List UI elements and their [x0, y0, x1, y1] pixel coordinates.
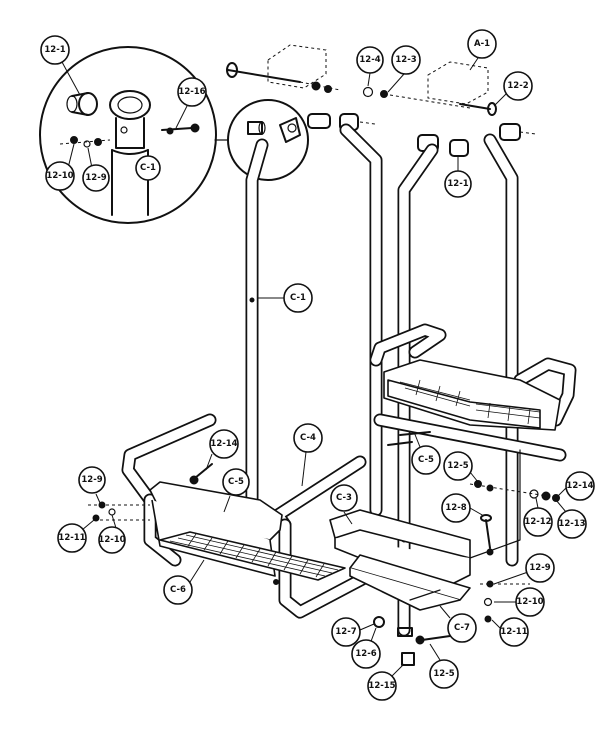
label-c-6: C-6 — [163, 575, 193, 605]
label-c-4: C-4 — [293, 423, 323, 453]
label-c-3: C-3 — [330, 484, 358, 512]
label-12-1-top: 12-1 — [40, 35, 70, 65]
base-frame — [329, 449, 561, 645]
front-pedal-assembly — [88, 413, 377, 619]
label-12-4-top: 12-4 — [356, 46, 384, 74]
callout-labels: 12-1 12-16 12-10 12-9 C-1 12-4 — [40, 29, 595, 701]
label-text-12-1-top: 12-1 — [44, 45, 65, 55]
label-text-12-14-right: 12-14 — [566, 481, 593, 491]
label-12-6: 12-6 — [351, 639, 381, 669]
label-12-12: 12-12 — [523, 507, 553, 537]
top-hardware — [226, 44, 537, 157]
label-text-c-3: C-3 — [336, 493, 352, 503]
label-12-13: 12-13 — [557, 509, 587, 539]
label-text-12-4-top: 12-4 — [359, 55, 380, 65]
label-12-14-right: 12-14 — [565, 471, 595, 501]
label-text-12-10-left: 12-10 — [98, 535, 125, 545]
label-text-12-10-right: 12-10 — [516, 597, 543, 607]
label-text-12-11-left: 12-11 — [58, 533, 85, 543]
label-text-12-7: 12-7 — [335, 627, 356, 637]
label-text-12-8: 12-8 — [445, 503, 466, 513]
label-12-5-right: 12-5 — [443, 451, 473, 481]
label-text-c-4: C-4 — [300, 433, 316, 443]
label-a-1: A-1 — [467, 29, 497, 59]
label-text-c-5-right: C-5 — [418, 455, 434, 465]
label-text-12-6: 12-6 — [355, 649, 376, 659]
label-12-10-right: 12-10 — [515, 587, 545, 617]
label-text-12-3-top: 12-3 — [395, 55, 416, 65]
label-12-1-right: 12-1 — [444, 170, 472, 198]
label-text-12-9-detail: 12-9 — [85, 173, 106, 183]
label-text-12-9-left: 12-9 — [81, 475, 102, 485]
rear-pedal-assembly — [369, 323, 577, 462]
label-12-11-right: 12-11 — [499, 617, 529, 647]
label-text-12-15: 12-15 — [368, 681, 395, 691]
label-text-12-9-right: 12-9 — [529, 563, 550, 573]
label-text-12-5-right: 12-5 — [447, 461, 468, 471]
label-text-12-14-left: 12-14 — [210, 439, 237, 449]
label-text-12-10-detail: 12-10 — [46, 171, 73, 181]
label-12-15: 12-15 — [367, 671, 397, 701]
label-c-7: C-7 — [447, 613, 477, 643]
label-c-5-right: C-5 — [411, 445, 441, 475]
label-12-5-bottom: 12-5 — [429, 659, 459, 689]
label-12-11-left: 12-11 — [57, 523, 87, 553]
label-12-7: 12-7 — [331, 617, 361, 647]
label-text-c-1-main: C-1 — [290, 293, 306, 303]
label-text-12-16: 12-16 — [178, 87, 205, 97]
label-text-12-12: 12-12 — [524, 517, 551, 527]
label-12-8: 12-8 — [441, 493, 471, 523]
label-text-c-6: C-6 — [170, 585, 186, 595]
label-12-9-detail: 12-9 — [82, 164, 110, 192]
label-12-9-right: 12-9 — [525, 553, 555, 583]
label-text-c-5-left: C-5 — [228, 477, 244, 487]
label-c-5-left: C-5 — [222, 468, 250, 496]
label-text-12-2: 12-2 — [507, 81, 528, 91]
label-12-10-detail: 12-10 — [45, 161, 75, 191]
label-12-3-top: 12-3 — [391, 45, 421, 75]
label-text-12-11-right: 12-11 — [500, 627, 527, 637]
label-text-12-5-bottom: 12-5 — [433, 669, 454, 679]
handle-tubes — [245, 123, 519, 666]
label-12-2: 12-2 — [503, 71, 533, 101]
label-text-12-1-right: 12-1 — [447, 179, 468, 189]
label-text-a-1: A-1 — [474, 39, 490, 49]
label-12-16: 12-16 — [177, 77, 207, 107]
label-12-9-left: 12-9 — [78, 466, 106, 494]
label-12-14-left: 12-14 — [209, 429, 239, 459]
label-c-1-main: C-1 — [283, 283, 313, 313]
label-c-1-detail: C-1 — [135, 155, 161, 181]
label-text-12-13: 12-13 — [558, 519, 585, 529]
label-text-c-1-detail: C-1 — [140, 163, 156, 173]
label-text-c-7: C-7 — [454, 623, 470, 633]
label-12-10-left: 12-10 — [98, 526, 126, 554]
